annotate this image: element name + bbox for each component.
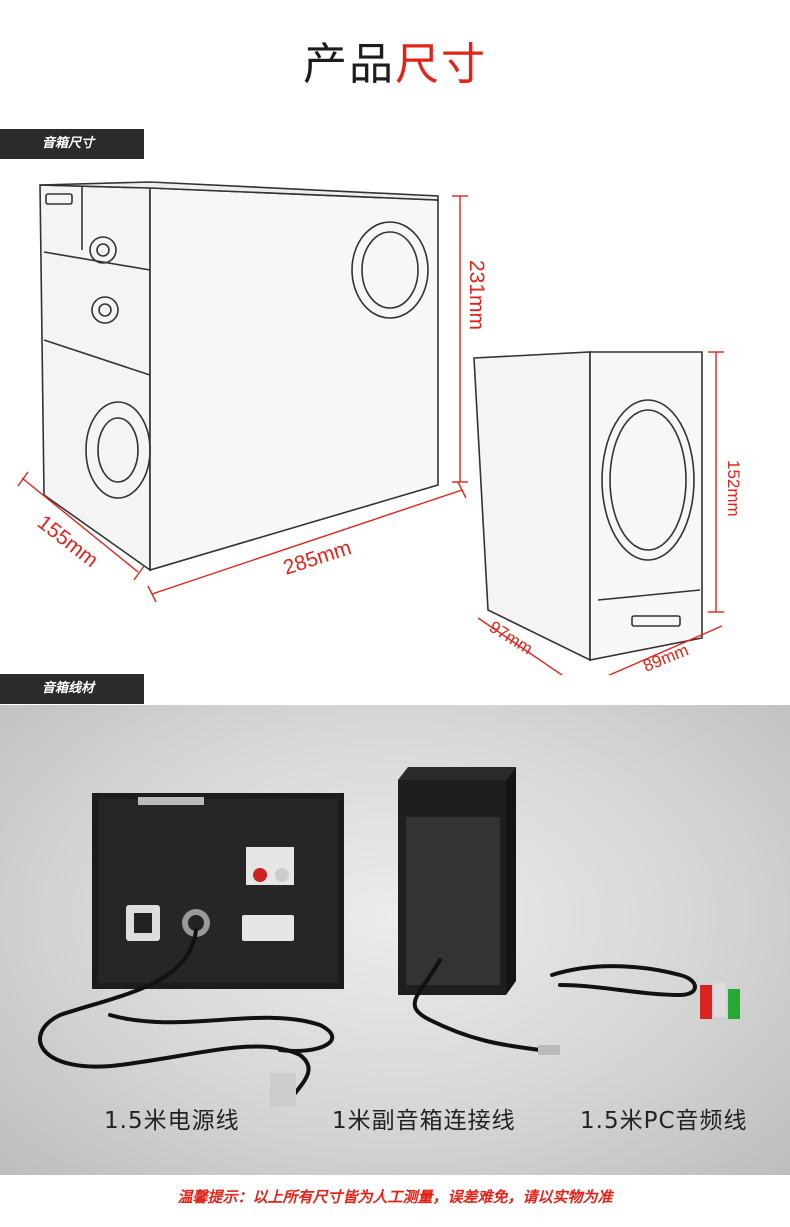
satellite-sketch [473, 351, 703, 662]
dim-sub-height: 231mm [465, 260, 488, 330]
power-plug [270, 1073, 296, 1107]
cable-lines [38, 928, 697, 1102]
dimension-lines [17, 195, 724, 675]
subwoofer-sketch [39, 181, 439, 572]
dim-sub-width: 285mm [280, 536, 354, 580]
disclaimer-note: 温馨提示：以上所有尺寸皆为人工测量，误差难免，请以实物为准 [177, 1188, 613, 1206]
section-tag-cables: 音箱线材 [0, 674, 144, 704]
rca-plug [538, 1045, 560, 1055]
white-connector [714, 983, 726, 1017]
subwoofer-rear-panel [92, 793, 344, 989]
cables-photo: 1.5米电源线 1米副音箱连接线 1.5米PC音频线 [0, 705, 790, 1175]
dimension-drawing: 231mm 155mm 285mm 152mm 97mm 89mm [17, 181, 743, 675]
satellite-speaker-photo [398, 767, 516, 995]
section-tag-size: 音箱尺寸 [0, 129, 144, 159]
page-title: 产品尺寸 [0, 28, 790, 92]
green-connector [728, 989, 740, 1019]
title-part-2: 尺寸 [395, 39, 487, 90]
cable-label-satellite: 1米副音箱连接线 [332, 1108, 516, 1134]
dim-sat-height: 152mm [724, 460, 743, 517]
red-connector [700, 985, 712, 1019]
title-part-1: 产品 [303, 39, 395, 90]
cable-label-audio: 1.5米PC音频线 [580, 1108, 748, 1134]
cable-label-power: 1.5米电源线 [104, 1108, 240, 1134]
